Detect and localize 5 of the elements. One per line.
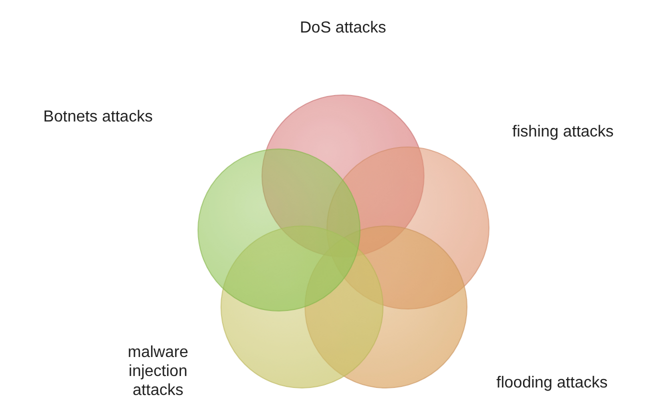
circle-label: flooding attacks <box>495 373 609 393</box>
circle-label: Botnets attacks <box>42 107 154 127</box>
circle-label: fishing attacks <box>511 122 615 142</box>
circle-label: malware injection attacks <box>126 343 190 401</box>
circle-label: DoS attacks <box>298 18 388 38</box>
